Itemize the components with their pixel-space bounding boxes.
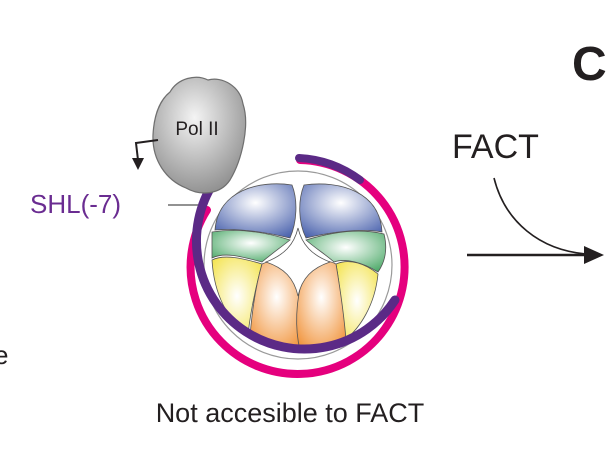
- histone-green-right: [305, 230, 387, 273]
- pol-ii: Pol II: [152, 76, 247, 194]
- fact-curved-arrow: [493, 177, 587, 255]
- dna-strand-purple-top: [295, 154, 364, 184]
- shl-label: SHL(-7): [30, 189, 121, 219]
- transcription-arrow: [134, 139, 159, 161]
- transcription-arrow-head: [132, 158, 144, 170]
- histone-blue-left: [214, 183, 297, 239]
- histone-blue-right: [299, 183, 383, 239]
- histone-core-gap: [264, 227, 332, 297]
- reaction-arrow-head: [584, 246, 604, 264]
- nucleosome: [203, 170, 393, 360]
- pol-ii-label: Pol II: [175, 119, 218, 140]
- caption: Not accesible to FACT: [156, 398, 425, 428]
- histone-yellow-left: [211, 256, 263, 336]
- dna-strand-magenta: [186, 156, 409, 378]
- pol-ii-shape: [152, 76, 247, 194]
- fact-label: FACT: [452, 128, 539, 166]
- edge-text-fragment: e: [0, 340, 8, 370]
- panel-label: C: [572, 38, 607, 91]
- dna-strand-purple: [192, 177, 400, 354]
- histone-green-left: [211, 230, 291, 263]
